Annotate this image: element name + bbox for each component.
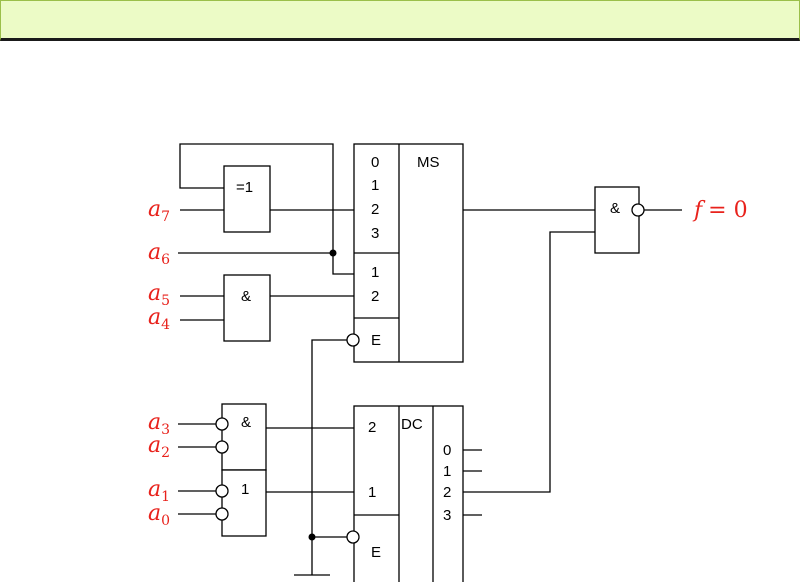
nand-output-inverter bbox=[631, 203, 645, 217]
signal-a7: a7 bbox=[148, 197, 170, 225]
title-bar bbox=[0, 0, 800, 41]
decoder-dc: DC 2 1 E 0 1 2 3 bbox=[346, 405, 464, 582]
or-gate-a1-a0: 1 bbox=[215, 469, 267, 537]
input-inverter bbox=[215, 417, 229, 431]
and-gate-label: & bbox=[241, 288, 251, 305]
output-f-label: f= 0 bbox=[692, 198, 748, 223]
multiplexer-ms: MS 0 1 2 3 1 2 E bbox=[346, 143, 464, 363]
signal-a4: a4 bbox=[148, 305, 170, 333]
dc-output-2: 2 bbox=[443, 484, 451, 501]
signal-a5: a5 bbox=[148, 281, 170, 309]
ms-function-label: MS bbox=[417, 154, 440, 171]
dc-output-3: 3 bbox=[443, 507, 451, 524]
ms-address-input-2: 2 bbox=[371, 288, 379, 305]
xor-gate-label: =1 bbox=[236, 179, 253, 196]
input-inverter bbox=[215, 484, 229, 498]
signal-a0: a0 bbox=[148, 501, 170, 529]
ms-address-input-1: 1 bbox=[371, 264, 379, 281]
dc-address-input-1: 1 bbox=[368, 484, 376, 501]
ms-data-input-3: 3 bbox=[371, 225, 379, 242]
and-gate-a5-a4: & bbox=[223, 274, 271, 342]
signal-labels: a7 a6 a5 a4 a3 a2 a1 a0 f= 0 bbox=[148, 197, 748, 529]
dc-address-input-2: 2 bbox=[368, 419, 376, 436]
dc-output-1: 1 bbox=[443, 463, 451, 480]
ms-enable-inverter bbox=[346, 333, 360, 347]
or-gate-label: 1 bbox=[241, 481, 249, 498]
input-inverter bbox=[215, 507, 229, 521]
ms-enable-label: E bbox=[371, 332, 381, 349]
input-inverter bbox=[215, 440, 229, 454]
dc-enable-label: E bbox=[371, 544, 381, 561]
dc-enable-inverter bbox=[346, 530, 360, 544]
and-gate-label: & bbox=[241, 414, 251, 431]
nand-gate: & bbox=[594, 186, 645, 254]
ms-data-input-2: 2 bbox=[371, 201, 379, 218]
ms-data-input-1: 1 bbox=[371, 177, 379, 194]
junction-dot bbox=[329, 249, 337, 257]
xor-gate: =1 bbox=[223, 165, 271, 233]
dc-output-0: 0 bbox=[443, 442, 451, 459]
nand-gate-label: & bbox=[610, 200, 620, 217]
and-gate-a3-a2: & bbox=[215, 403, 267, 471]
signal-a3: a3 bbox=[148, 410, 170, 438]
junction-dot bbox=[308, 533, 316, 541]
wires bbox=[178, 143, 682, 576]
ms-data-input-0: 0 bbox=[371, 154, 379, 171]
signal-a6: a6 bbox=[148, 240, 170, 268]
signal-a1: a1 bbox=[148, 477, 170, 505]
dc-function-label: DC bbox=[401, 416, 423, 433]
signal-a2: a2 bbox=[148, 433, 170, 461]
